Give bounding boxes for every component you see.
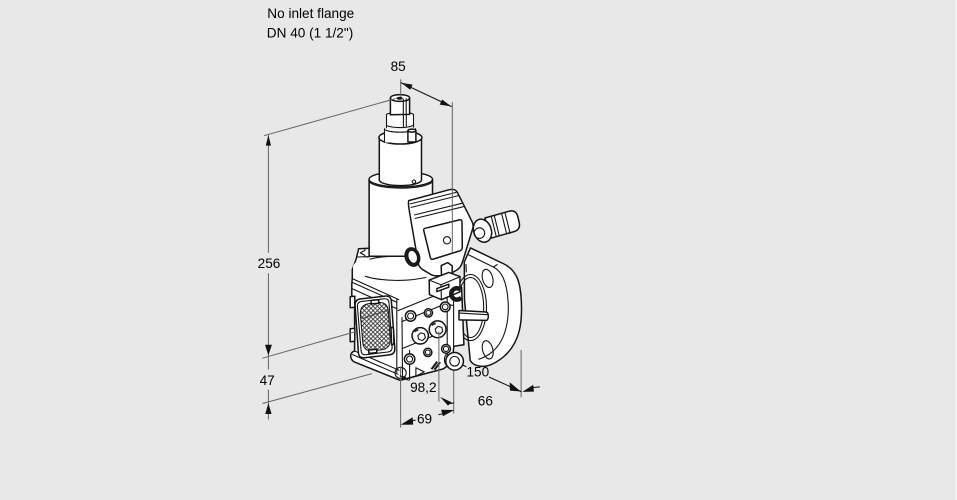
svg-text:DN 40 (1 1/2"): DN 40 (1 1/2") (267, 26, 353, 41)
svg-text:256: 256 (258, 256, 281, 271)
svg-text:85: 85 (391, 59, 406, 74)
svg-text:47: 47 (260, 373, 275, 388)
svg-text:No inlet flange: No inlet flange (267, 6, 354, 21)
svg-text:98,2: 98,2 (410, 380, 436, 395)
svg-text:66: 66 (478, 393, 493, 408)
svg-text:69: 69 (417, 412, 432, 427)
svg-text:150: 150 (467, 365, 490, 380)
